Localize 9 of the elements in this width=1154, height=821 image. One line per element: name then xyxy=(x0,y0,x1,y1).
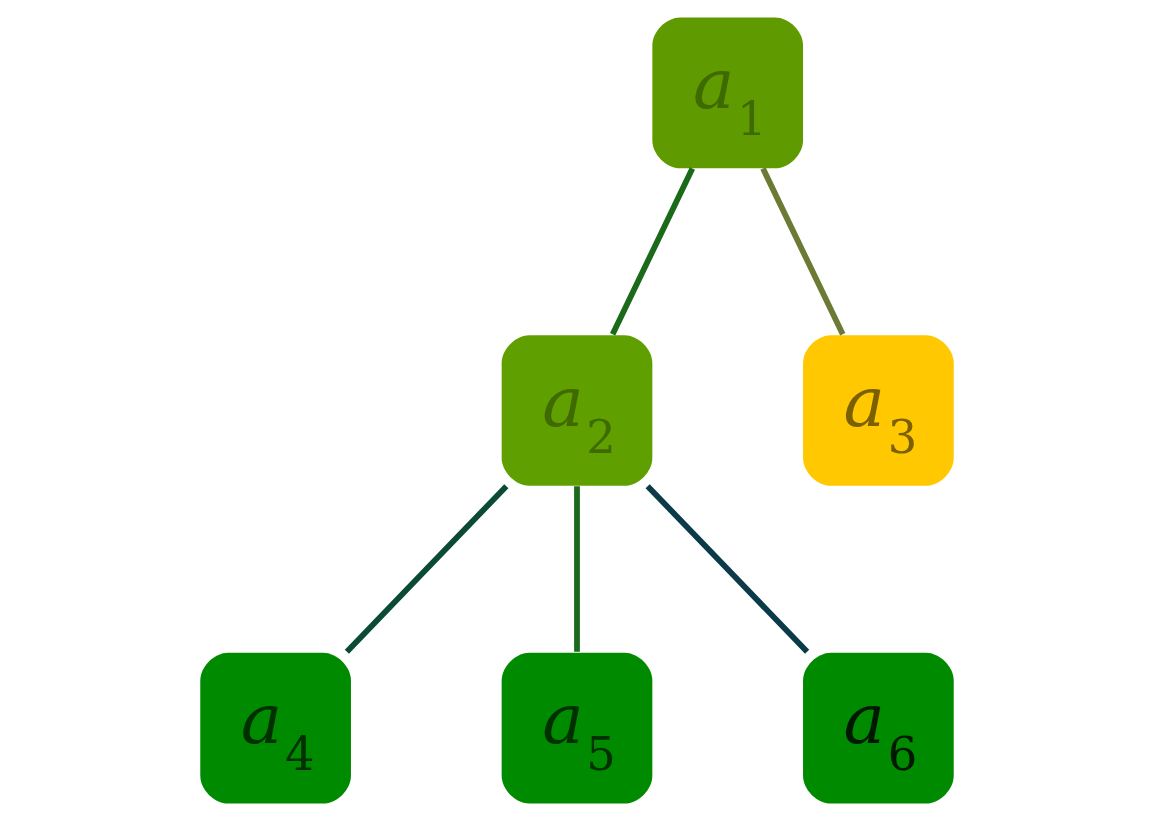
node-box: a$_{5}$ xyxy=(501,652,653,804)
connector xyxy=(610,167,695,336)
connector xyxy=(574,486,580,652)
node-box: a$_{6}$ xyxy=(803,652,954,804)
connector xyxy=(760,167,846,336)
node-box: a$_{3}$ xyxy=(803,335,954,486)
connector xyxy=(344,484,509,654)
connector xyxy=(645,484,810,654)
node-box: a$_{4}$ xyxy=(200,652,351,804)
